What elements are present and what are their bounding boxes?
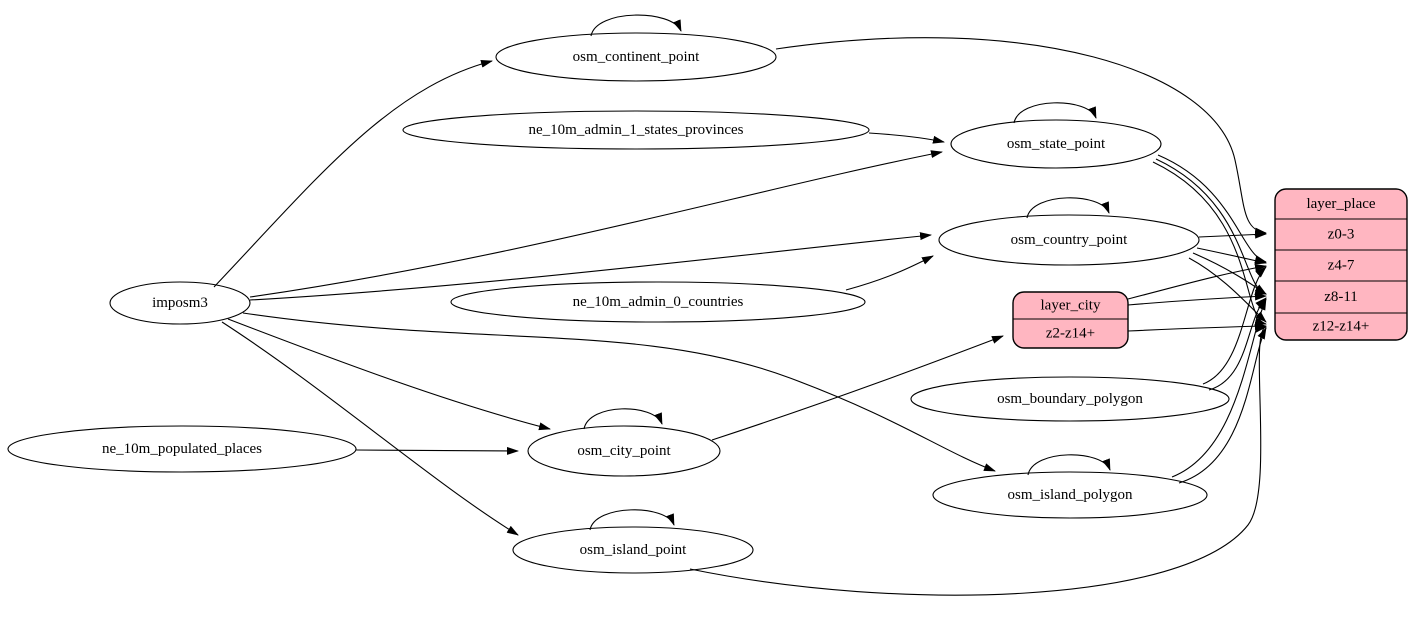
edge-osm_boundary_polygon->layer_place:z4-7 bbox=[1202, 266, 1267, 385]
edge-imposm3->osm_island_point bbox=[221, 321, 519, 536]
layer_place-row-z0-3: z0-3 bbox=[1328, 227, 1355, 243]
edge-osm_island_polygon->layer_place:z8-11 bbox=[1171, 298, 1267, 478]
edge-osm_island_polygon->layer_place:z12-z14+ bbox=[1178, 327, 1267, 484]
node-osm_continent_point: osm_continent_point bbox=[495, 32, 777, 82]
edge-osm_boundary_polygon->layer_place:z8-11 bbox=[1208, 297, 1267, 391]
osm_city_point-ellipse bbox=[527, 425, 721, 477]
edge-imposm3->osm_state_point bbox=[249, 150, 943, 298]
layer_place-row-z8-11: z8-11 bbox=[1324, 289, 1358, 305]
layer_place-row-z4-7: z4-7 bbox=[1328, 258, 1355, 274]
osm_island_polygon-ellipse bbox=[932, 471, 1208, 519]
osm_continent_point-label: osm_continent_point bbox=[573, 49, 700, 65]
edge-osm_island_point->layer_place:z12-z14+ bbox=[689, 324, 1267, 596]
osm_island_point-label: osm_island_point bbox=[580, 542, 688, 558]
node-osm_island_polygon: osm_island_polygon bbox=[932, 471, 1208, 519]
node-layer_city: layer_city z2-z14+ bbox=[1012, 291, 1129, 349]
edge-ne_10m_admin_1_states_provinces->osm_state_point bbox=[868, 132, 945, 144]
edge-osm_state_point->layer_place:z8-11 bbox=[1155, 158, 1267, 296]
osm_boundary_polygon-ellipse bbox=[910, 376, 1230, 422]
edge-osm_state_point->layer_place:z4-7 bbox=[1157, 154, 1267, 263]
edge-layer_city->layer_place:z4-7 bbox=[1127, 263, 1267, 300]
edge-layer_city->layer_place:z12-z14+ bbox=[1127, 322, 1267, 332]
ne_10m_admin_1_states_provinces-label: ne_10m_admin_1_states_provinces bbox=[529, 122, 744, 138]
node-osm_boundary_polygon: osm_boundary_polygon bbox=[910, 376, 1230, 422]
edge-ne_10m_admin_0_countries->osm_country_point bbox=[845, 255, 934, 291]
node-osm_island_point: osm_island_point bbox=[512, 526, 754, 574]
ne_10m_populated_places-ellipse bbox=[7, 425, 357, 473]
ne_10m_admin_1_states_provinces-ellipse bbox=[402, 110, 870, 150]
edge-ne_10m_populated_places->osm_city_point bbox=[355, 446, 519, 455]
edge-osm_country_point->osm_country_point bbox=[1026, 197, 1110, 219]
node-osm_city_point: osm_city_point bbox=[527, 425, 721, 477]
osm_state_point-ellipse bbox=[950, 119, 1162, 169]
layer_place-box bbox=[1274, 188, 1408, 341]
node-imposm3: imposm3 bbox=[109, 281, 251, 325]
layer_place-row-z12-z14+: z12-z14+ bbox=[1313, 319, 1370, 335]
edge-imposm3->osm_country_point bbox=[249, 232, 932, 301]
osm_city_point-label: osm_city_point bbox=[577, 443, 671, 459]
edge-imposm3->osm_continent_point bbox=[213, 59, 493, 288]
node-osm_state_point: osm_state_point bbox=[950, 119, 1162, 169]
edge-osm_country_point->layer_place:z0-3 bbox=[1198, 230, 1267, 239]
osm_continent_point-ellipse bbox=[495, 32, 777, 82]
ne_10m_admin_0_countries-ellipse bbox=[450, 281, 866, 323]
node-layer_place: layer_place z0-3 z4-7 z8-11 z12-z14+ bbox=[1274, 188, 1408, 341]
edge-osm_island_polygon->osm_island_polygon bbox=[1027, 454, 1111, 476]
edge-osm_continent_point->osm_continent_point bbox=[590, 14, 682, 37]
ne_10m_admin_0_countries-label: ne_10m_admin_0_countries bbox=[573, 294, 744, 310]
imposm3-ellipse bbox=[109, 281, 251, 325]
osm_state_point-label: osm_state_point bbox=[1007, 136, 1106, 152]
imposm3-label: imposm3 bbox=[152, 295, 208, 311]
layer_city-box bbox=[1012, 291, 1129, 349]
edge-imposm3->osm_island_polygon bbox=[242, 312, 996, 472]
node-ne_10m_populated_places: ne_10m_populated_places bbox=[7, 425, 357, 473]
ne_10m_populated_places-label: ne_10m_populated_places bbox=[102, 441, 262, 457]
osm_island_point-ellipse bbox=[512, 526, 754, 574]
osm_island_polygon-label: osm_island_polygon bbox=[1007, 487, 1133, 503]
layer_city-header: layer_city bbox=[1041, 298, 1101, 314]
edge-osm_city_point->layer_city:z2-z14+ bbox=[711, 335, 1004, 441]
edge-imposm3->osm_city_point bbox=[227, 318, 551, 431]
edge-osm_state_point->layer_place:z12-z14+ bbox=[1152, 161, 1267, 326]
edge-osm_island_point->osm_island_point bbox=[589, 509, 675, 531]
osm_country_point-label: osm_country_point bbox=[1011, 232, 1128, 248]
edge-layer_city->layer_place:z8-11 bbox=[1127, 292, 1267, 306]
osm_boundary_polygon-label: osm_boundary_polygon bbox=[997, 391, 1143, 407]
node-ne_10m_admin_0_countries: ne_10m_admin_0_countries bbox=[450, 281, 866, 323]
edge-osm_continent_point->layer_place:z0-3 bbox=[775, 37, 1267, 236]
node-ne_10m_admin_1_states_provinces: ne_10m_admin_1_states_provinces bbox=[402, 110, 870, 150]
layer_place-header: layer_place bbox=[1306, 196, 1375, 212]
layer_city-row-z2-z14+: z2-z14+ bbox=[1046, 326, 1095, 342]
node-osm_country_point: osm_country_point bbox=[938, 214, 1200, 266]
edge-osm_state_point->osm_state_point bbox=[1013, 102, 1097, 124]
osm_country_point-ellipse bbox=[938, 214, 1200, 266]
edge-osm_city_point->osm_city_point bbox=[583, 408, 663, 430]
